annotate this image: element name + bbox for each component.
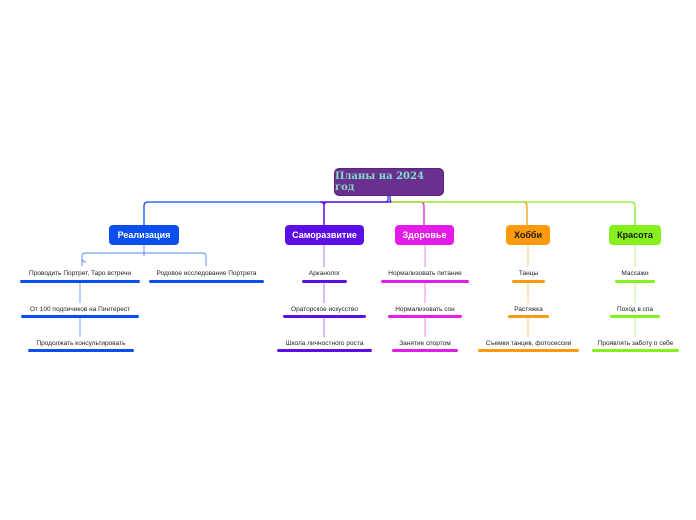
leaf-underline [21,315,139,318]
connector-line [81,245,207,266]
leaf-pinterest[interactable]: От 100 подпичиков на Пинтерест [29,306,131,313]
connector-line [391,201,528,225]
leaf-underline [277,349,372,352]
leaf-personal-growth[interactable]: Школа личностного роста [285,340,364,347]
leaf-underline [28,349,134,352]
branch-beauty[interactable]: Красота [609,225,661,245]
leaf-underline [283,315,366,318]
root-topic[interactable]: Планы на 2024 год [334,168,444,196]
leaf-oratory[interactable]: Ораторское искусство [291,306,358,313]
branch-label: Хобби [513,230,543,240]
connector-line [391,201,636,225]
leaf-sleep[interactable]: Нормализовать сон [395,306,455,313]
leaf-consulting[interactable]: Продолжать консультировать [36,340,126,347]
leaf-family-research[interactable]: Родовое исследование Портрета [156,270,257,277]
leaf-underline [592,349,679,352]
leaf-underline [381,280,469,283]
connector-line [319,196,394,225]
branch-hobby[interactable]: Хобби [506,225,550,245]
leaf-underline [388,315,462,318]
leaf-underline [478,349,579,352]
connector-line [323,201,391,225]
leaf-underline [392,349,458,352]
root-topic-label: Планы на 2024 год [335,171,424,193]
leaf-nutrition[interactable]: Нормализовать питание [388,270,462,277]
leaf-underline [149,280,264,283]
leaf-sport[interactable]: Занятие спортом [399,340,451,347]
leaf-portrait-taro[interactable]: Проводить Портрет, Таро встречи [29,270,131,277]
leaf-underline [508,315,549,318]
leaf-dancing[interactable]: Танцы [518,270,539,277]
leaf-massages[interactable]: Массажи [621,270,649,277]
leaf-spa[interactable]: Поход в спа [616,306,654,313]
connector-line [143,196,389,225]
leaf-arcanologist[interactable]: Арканолог [308,270,341,277]
connector-line [391,201,425,225]
leaf-underline [512,280,545,283]
branch-self-development[interactable]: Саморазвитие [285,225,364,245]
leaf-underline [615,280,655,283]
branch-label: Красота [617,230,653,240]
leaf-dance-shoots[interactable]: Съемки танцев, фотосессии [485,340,572,347]
branch-label: Саморазвитие [292,230,357,240]
branch-label: Реализация [117,230,171,240]
leaf-underline [20,280,140,283]
branch-label: Здоровье [402,230,447,240]
branch-realization[interactable]: Реализация [109,225,179,245]
leaf-underline [302,280,347,283]
leaf-self-care[interactable]: Проявлять заботу о себе [597,340,674,347]
leaf-stretching[interactable]: Растяжка [514,306,543,313]
branch-health[interactable]: Здоровье [395,225,454,245]
leaf-underline [610,315,660,318]
